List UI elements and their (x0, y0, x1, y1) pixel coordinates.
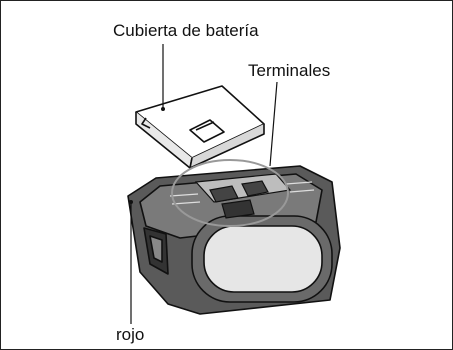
red-leader-dot (129, 200, 133, 204)
battery-cover (135, 85, 265, 169)
terminals-leader-line (269, 81, 278, 167)
terminals-label: Terminales (248, 61, 331, 80)
terminal-block (169, 173, 315, 219)
cover-leader-dot (161, 107, 165, 111)
cover-label: Cubierta de batería (113, 21, 259, 40)
red-label: rojo (116, 325, 145, 344)
terminals-highlight (171, 159, 289, 227)
